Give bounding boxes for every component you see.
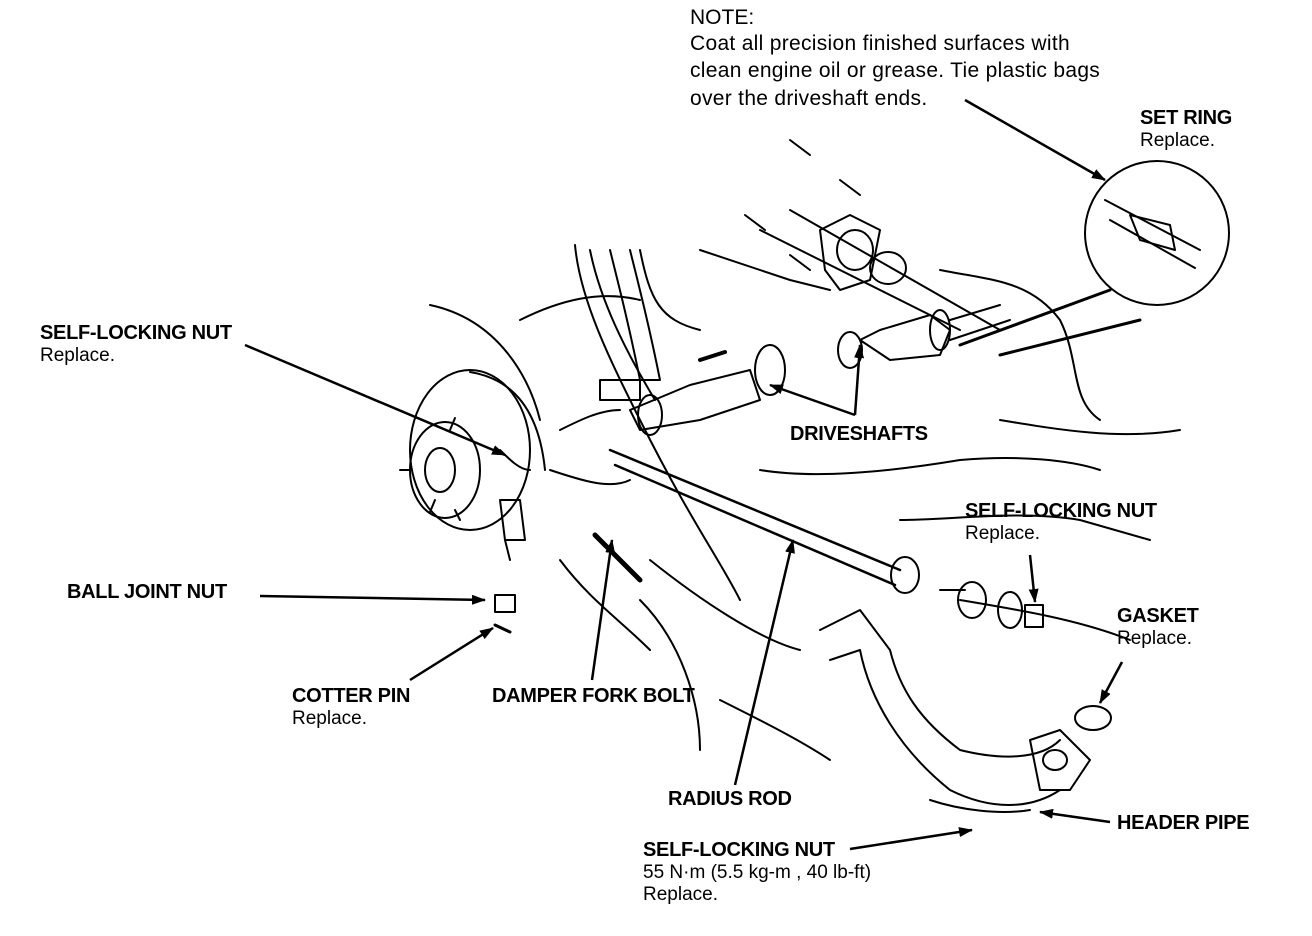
right-driveshaft — [837, 304, 1011, 369]
cotter-pin-title: COTTER PIN — [292, 685, 411, 707]
label-damper-fork-bolt: DAMPER FORK BOLT — [492, 685, 695, 708]
self-locking-nut-right-arrow — [1028, 554, 1039, 603]
body-structure — [519, 209, 1181, 761]
self-locking-nut-bottom-sub: Replace. — [643, 883, 718, 905]
label-self-locking-nut-left: SELF-LOCKING NUT Replace. — [40, 322, 232, 367]
label-self-locking-nut-bottom: SELF-LOCKING NUT 55 N·m (5.5 kg-m , 40 l… — [643, 839, 871, 906]
note-title: NOTE: — [690, 6, 755, 29]
driveshafts-title: DRIVESHAFTS — [790, 423, 928, 445]
header-pipe — [819, 609, 1112, 813]
damper-fork-bolt-arrow — [590, 539, 616, 681]
self-locking-nut-left-arrow — [244, 343, 506, 457]
label-cotter-pin: COTTER PIN Replace. — [292, 685, 410, 730]
note-line-1: Coat all precision finished surfaces wit… — [690, 32, 1070, 55]
note-line-3: over the driveshaft ends. — [690, 86, 928, 110]
ball-joint-nut-arrow — [259, 594, 486, 605]
fork-bolt — [592, 532, 643, 583]
brake-disc-hub — [399, 304, 546, 531]
label-ball-joint-nut: BALL JOINT NUT — [67, 581, 227, 604]
set-ring-title: SET RING — [1140, 107, 1233, 129]
ball-joint-nut-title: BALL JOINT NUT — [67, 581, 227, 603]
ball-joint — [493, 499, 526, 634]
label-gasket: GASKET Replace. — [1117, 605, 1199, 650]
note-line-2: clean engine oil or grease. Tie plastic … — [690, 59, 1101, 83]
radius-rod — [608, 448, 1044, 629]
label-self-locking-nut-right: SELF-LOCKING NUT Replace. — [965, 500, 1157, 545]
self-locking-nut-bottom-arrow — [849, 827, 973, 851]
flange-bolts — [744, 139, 907, 291]
driveshafts-arrow-b — [853, 344, 865, 416]
label-driveshafts: DRIVESHAFTS — [790, 423, 928, 446]
header-pipe-arrow — [1039, 808, 1111, 824]
label-header-pipe: HEADER PIPE — [1117, 812, 1250, 835]
label-set-ring: SET RING Replace. — [1140, 107, 1232, 152]
damper-fork — [499, 249, 661, 486]
header-pipe-title: HEADER PIPE — [1117, 812, 1250, 834]
left-driveshaft — [629, 344, 786, 436]
self-locking-nut-left-title: SELF-LOCKING NUT — [40, 322, 232, 344]
set-ring-inset — [958, 160, 1230, 357]
gasket-title: GASKET — [1117, 605, 1199, 627]
self-locking-nut-right-sub: Replace. — [965, 523, 1040, 544]
label-radius-rod: RADIUS ROD — [668, 788, 792, 811]
self-locking-nut-right-title: SELF-LOCKING NUT — [965, 500, 1157, 522]
set-ring-sub: Replace. — [1140, 130, 1215, 151]
self-locking-nut-bottom-torque: 55 N·m (5.5 kg-m , 40 lb-ft) — [643, 862, 872, 883]
damper-fork-bolt-title: DAMPER FORK BOLT — [492, 685, 695, 707]
self-locking-nut-left-sub: Replace. — [40, 345, 115, 366]
cotter-pin-sub: Replace. — [292, 708, 367, 729]
note-arrow — [964, 98, 1106, 182]
cotter-pin-arrow — [409, 626, 494, 682]
radius-rod-title: RADIUS ROD — [668, 788, 792, 810]
self-locking-nut-bottom-title: SELF-LOCKING NUT — [643, 839, 835, 861]
gasket-arrow — [1098, 661, 1124, 704]
gasket-sub: Replace. — [1117, 628, 1192, 649]
driveshafts-arrow-a — [769, 383, 856, 417]
radius-rod-arrow — [733, 539, 795, 786]
note-box: NOTE: Coat all precision finished surfac… — [690, 6, 1170, 112]
